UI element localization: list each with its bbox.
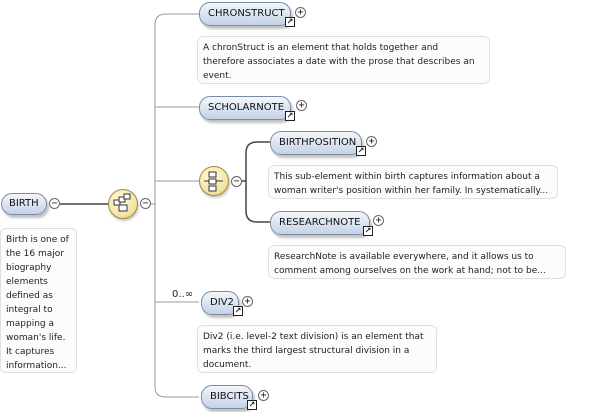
- reference-icon: ↗: [285, 17, 295, 27]
- element-bibcits[interactable]: BIBCITS: [201, 385, 253, 409]
- element-label: BIRTHPOSITION: [279, 137, 357, 148]
- reference-icon: ↗: [233, 306, 243, 316]
- reference-icon: ↗: [285, 111, 295, 121]
- element-label: SCHOLARNOTE: [208, 102, 285, 113]
- element-description: ResearchNote is available everywhere, an…: [268, 245, 566, 279]
- element-label: BIBCITS: [210, 391, 249, 402]
- expand-button[interactable]: +: [366, 136, 377, 147]
- element-birth[interactable]: BIRTH: [1, 193, 47, 215]
- expand-button[interactable]: +: [258, 390, 269, 401]
- reference-icon: ↗: [247, 400, 257, 410]
- expand-button[interactable]: +: [296, 100, 307, 111]
- collapse-button[interactable]: −: [49, 198, 60, 209]
- element-description: Div2 (i.e. level-2 text division) is an …: [197, 325, 437, 373]
- element-scholarnote[interactable]: SCHOLARNOTE: [199, 96, 291, 120]
- element-researchnote[interactable]: RESEARCHNOTE: [270, 211, 370, 235]
- element-birthposition[interactable]: BIRTHPOSITION: [270, 131, 362, 155]
- element-description: A chronStruct is an element that holds t…: [197, 36, 490, 84]
- sequence-compositor-icon[interactable]: [108, 189, 138, 219]
- element-div2[interactable]: DIV2: [201, 291, 239, 315]
- expand-button[interactable]: +: [373, 215, 384, 226]
- element-description: This sub-element within birth captures i…: [268, 165, 558, 199]
- expand-button[interactable]: +: [242, 296, 253, 307]
- element-chronstruct[interactable]: CHRONSTRUCT: [199, 2, 291, 26]
- element-description: Birth is one of the 16 major biography e…: [0, 228, 77, 373]
- element-label: BIRTH: [9, 198, 39, 209]
- choice-compositor-icon[interactable]: [199, 166, 229, 196]
- collapse-button[interactable]: −: [231, 176, 242, 187]
- element-label: DIV2: [210, 297, 234, 308]
- element-label: CHRONSTRUCT: [208, 8, 285, 19]
- reference-icon: ↗: [363, 226, 373, 236]
- reference-icon: ↗: [356, 146, 366, 156]
- expand-button[interactable]: +: [295, 7, 306, 18]
- cardinality-label: 0..∞: [172, 289, 194, 300]
- element-label: RESEARCHNOTE: [279, 217, 361, 228]
- collapse-button[interactable]: −: [140, 198, 151, 209]
